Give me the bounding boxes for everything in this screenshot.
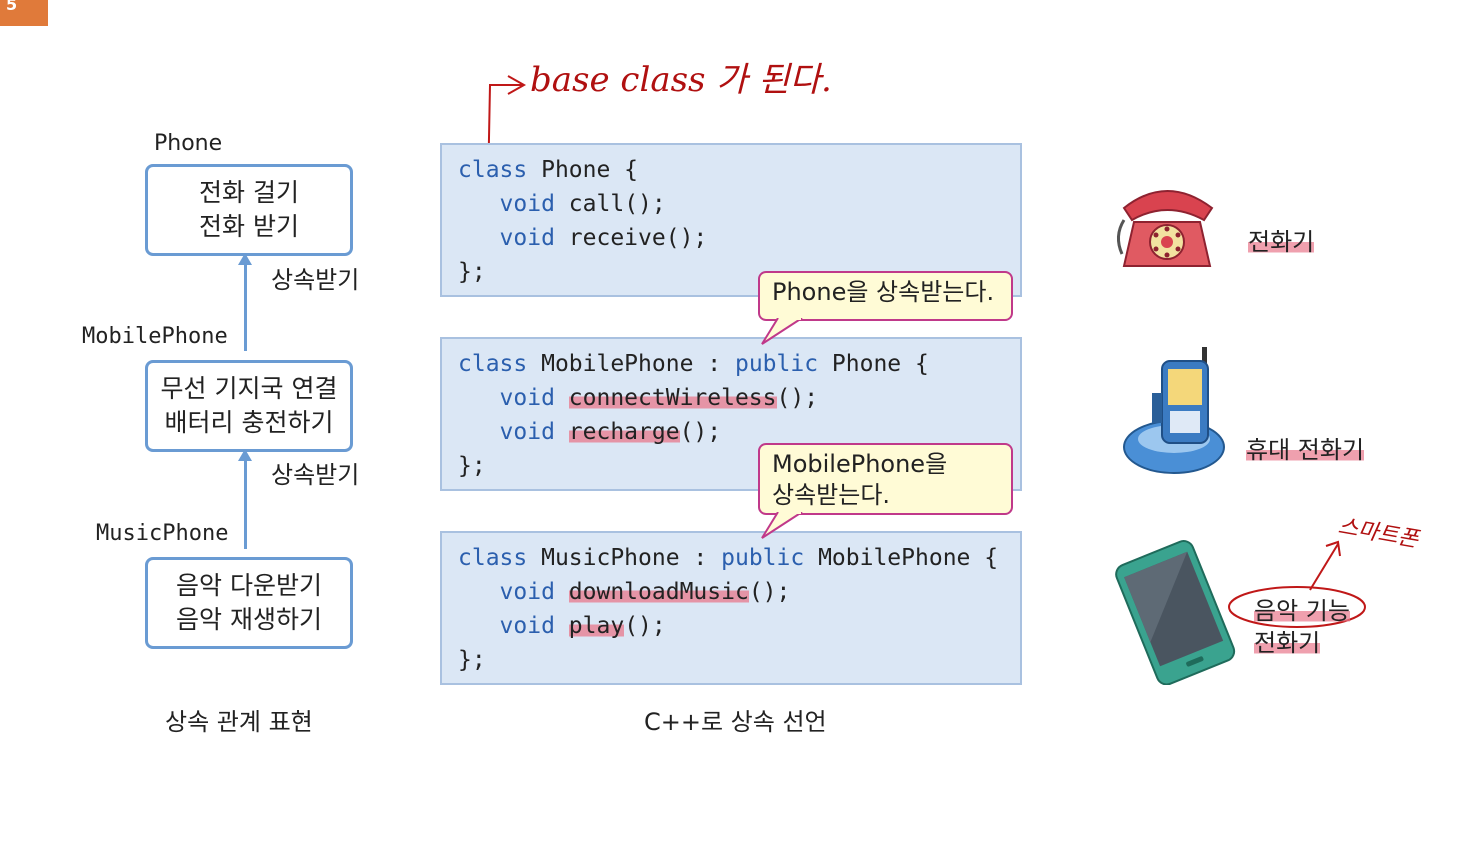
base-class-note: base class 가 된다. xyxy=(530,60,832,100)
device-label-smartphone: 음악 기능 전화기 xyxy=(1254,595,1350,659)
method-parens: (); xyxy=(665,225,708,251)
device-label-line: 전화기 xyxy=(1254,629,1321,657)
keyword-void: void xyxy=(499,225,555,251)
class-close: }; xyxy=(458,453,486,479)
callout-text-line: MobilePhone을 xyxy=(772,450,948,478)
rotary-phone-icon xyxy=(1117,190,1214,267)
keyword-void: void xyxy=(499,419,555,445)
callout-text: Phone을 상속받는다. xyxy=(772,278,995,306)
parent-class: Phone { xyxy=(818,351,929,377)
hierarchy-caption: 상속 관계 표현 xyxy=(165,708,313,736)
class-header: Phone { xyxy=(527,157,639,183)
keyword-class: class xyxy=(458,351,528,377)
method-name: recharge xyxy=(568,419,680,445)
inherit-arrow-line xyxy=(244,459,247,549)
callout-tail xyxy=(761,512,803,539)
method-name: call xyxy=(568,191,625,217)
device-label-line: 음악 기능 xyxy=(1254,597,1350,625)
callout-mobilephone-inherit: MobilePhone을 상속받는다. xyxy=(758,443,1013,515)
class-name-mobilephone: MobilePhone xyxy=(82,324,228,349)
class-box-mobilephone: 무선 기지국 연결 배터리 충전하기 xyxy=(145,360,353,452)
code-block-musicphone: class MusicPhone : public MobilePhone { … xyxy=(440,531,1022,685)
method-name: receive xyxy=(568,225,666,251)
code-caption: C++로 상속 선언 xyxy=(644,708,827,736)
class-box-musicphone: 음악 다운받기 음악 재생하기 xyxy=(145,557,353,649)
keyword-void: void xyxy=(499,613,555,639)
class-header: MusicPhone : xyxy=(527,545,722,571)
keyword-void: void xyxy=(499,385,555,411)
class-name-musicphone: MusicPhone xyxy=(96,521,229,546)
keyword-class: class xyxy=(458,545,528,571)
method-name: downloadMusic xyxy=(568,579,749,605)
feature-text: 무선 기지국 연결 xyxy=(160,374,338,403)
keyword-void: void xyxy=(499,579,555,605)
inherit-label: 상속받기 xyxy=(271,461,360,489)
method-parens: (); xyxy=(748,579,791,605)
page-number-badge: 5 xyxy=(0,0,48,26)
callout-phone-inherit: Phone을 상속받는다. xyxy=(758,271,1013,321)
method-parens: (); xyxy=(624,613,666,639)
class-close: }; xyxy=(458,259,486,285)
inherit-arrow-line xyxy=(244,263,247,351)
class-name-phone: Phone xyxy=(154,131,223,156)
feature-text: 배터리 충전하기 xyxy=(164,408,334,437)
feature-text: 전화 걸기 xyxy=(199,178,299,207)
inherit-arrow-head xyxy=(238,253,252,265)
code-block-phone: class Phone { void call(); void receive(… xyxy=(440,143,1022,297)
smartphone-note-annotation xyxy=(1228,540,1366,628)
class-header: MobilePhone : xyxy=(527,351,735,377)
class-box-phone: 전화 걸기 전화 받기 xyxy=(145,164,353,256)
feature-text: 음악 재생하기 xyxy=(176,605,322,634)
method-parens: (); xyxy=(624,191,666,217)
method-parens: (); xyxy=(679,419,722,445)
keyword-class: class xyxy=(458,157,528,183)
parent-class: MobilePhone { xyxy=(804,545,999,571)
mobile-phone-icon xyxy=(1123,347,1225,474)
inherit-label: 상속받기 xyxy=(271,266,360,294)
callout-text-line: 상속받는다. xyxy=(772,481,891,509)
keyword-public: public xyxy=(721,545,805,571)
keyword-void: void xyxy=(499,191,555,217)
device-label-mobile: 휴대 전화기 xyxy=(1246,436,1365,464)
method-name: play xyxy=(568,613,625,639)
smartphone-icon xyxy=(1115,540,1236,685)
class-close: }; xyxy=(458,647,486,673)
method-parens: (); xyxy=(776,385,819,411)
callout-tail xyxy=(761,318,803,345)
feature-text: 음악 다운받기 xyxy=(176,571,322,600)
keyword-public: public xyxy=(734,351,819,377)
device-label-phone: 전화기 xyxy=(1248,228,1315,256)
feature-text: 전화 받기 xyxy=(199,212,299,241)
inherit-arrow-head xyxy=(238,449,252,461)
method-name: connectWireless xyxy=(568,385,777,411)
